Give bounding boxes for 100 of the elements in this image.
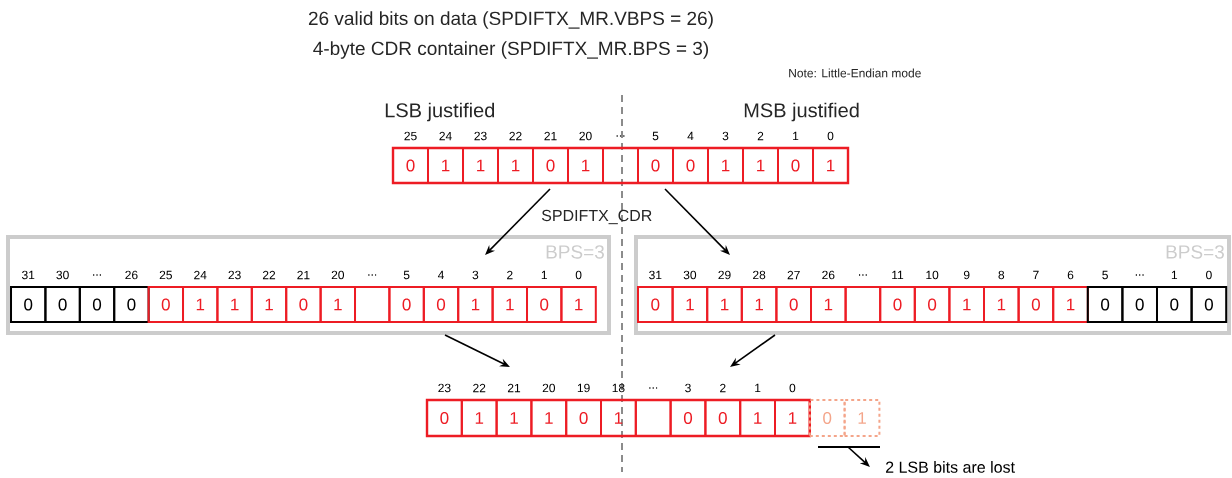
bit-cell: 0 xyxy=(532,147,569,184)
section-heading: MSB justified xyxy=(744,102,859,122)
bit-cell: 1 xyxy=(843,399,881,437)
bit-cell: 1 xyxy=(739,399,776,437)
bit-cell: 1 xyxy=(457,286,494,323)
bit-cell: 0 xyxy=(1156,286,1193,323)
bit-number: 10 xyxy=(926,270,939,280)
bit-cell: 1 xyxy=(707,147,744,184)
bit-cell: 0 xyxy=(704,399,742,437)
bit-number: 3 xyxy=(685,383,691,393)
bit-number: 5 xyxy=(403,270,410,280)
bit-cell: 1 xyxy=(812,147,849,184)
bit-number: 8 xyxy=(998,270,1005,280)
bit-cell: 0 xyxy=(1086,286,1124,323)
bit-cell: 1 xyxy=(983,286,1020,323)
heading-text: 4-byte CDR container (SPDIFTX_MR.BPS = 3) xyxy=(313,41,709,59)
bit-cell: 0 xyxy=(1190,286,1228,323)
register-label: SPDIFTX_CDR xyxy=(541,209,652,225)
bit-number: ... xyxy=(616,135,625,137)
bit-cell: 0 xyxy=(565,399,602,437)
bit-cell: 1 xyxy=(706,286,743,323)
bit-number: 27 xyxy=(787,270,800,280)
bit-number: 9 xyxy=(963,270,970,280)
bit-cell: 1 xyxy=(671,286,709,323)
bit-cell: 0 xyxy=(78,286,116,323)
bit-number: 29 xyxy=(718,270,731,280)
bit-cell: 0 xyxy=(526,286,563,323)
bit-number: 31 xyxy=(22,270,35,280)
bit-number: 24 xyxy=(194,270,207,280)
bit-number: 7 xyxy=(1033,270,1039,280)
bit-cell: 0 xyxy=(426,399,463,437)
bit-number: 6 xyxy=(1067,270,1074,280)
bit-cell: 1 xyxy=(427,147,464,184)
arrow xyxy=(485,188,551,255)
bit-number: 20 xyxy=(331,270,344,280)
bit-cell: 1 xyxy=(491,286,528,323)
bit-cell: 1 xyxy=(774,399,811,437)
bit-cell: 1 xyxy=(948,286,985,323)
bit-cell: 0 xyxy=(808,399,846,437)
bit-number: 1 xyxy=(793,131,799,141)
bit-number: 1 xyxy=(541,270,547,280)
bit-number: 22 xyxy=(262,270,276,280)
bit-number: 0 xyxy=(827,131,834,141)
bit-number: 3 xyxy=(472,270,479,280)
bit-cell: 0 xyxy=(775,286,812,323)
section-heading: LSB justified xyxy=(385,102,495,122)
bit-number: 24 xyxy=(439,131,452,141)
bit-cell: 0 xyxy=(672,147,709,184)
bit-number: 2 xyxy=(757,131,764,141)
bit-number: 5 xyxy=(652,131,659,141)
bit-number: ... xyxy=(859,274,867,276)
bit-number: 30 xyxy=(683,270,697,280)
bit-cell: 1 xyxy=(460,399,498,437)
bit-cell: 1 xyxy=(462,147,499,184)
bit-number: 21 xyxy=(297,270,310,280)
bit-number: 1 xyxy=(1171,270,1178,280)
bit-cell: 1 xyxy=(497,147,534,184)
bit-cell: 0 xyxy=(637,147,674,184)
bit-cell: 0 xyxy=(1017,286,1055,323)
bit-number: 26 xyxy=(822,270,835,280)
bit-cell: 1 xyxy=(600,399,637,437)
bit-number: 22 xyxy=(509,131,522,141)
bit-cell: 1 xyxy=(1052,286,1089,323)
bit-number: 19 xyxy=(577,383,590,393)
bit-number: 3 xyxy=(722,131,729,141)
bit-cell: 0 xyxy=(10,286,47,323)
bit-number: 11 xyxy=(892,270,904,280)
arrow xyxy=(847,446,870,467)
bit-number: 5 xyxy=(1102,270,1108,280)
bit-number: ... xyxy=(649,387,658,389)
bit-number: 4 xyxy=(687,131,694,141)
bit-number: 0 xyxy=(1206,270,1212,280)
bit-number: 21 xyxy=(544,131,557,141)
bit-number: 28 xyxy=(753,270,766,280)
bit-number: 2 xyxy=(720,383,726,393)
bit-number: 0 xyxy=(789,383,796,393)
bit-number: 25 xyxy=(404,131,417,141)
arrow xyxy=(730,334,776,367)
bit-cell: 1 xyxy=(495,399,533,437)
bit-number: 23 xyxy=(228,270,241,280)
bit-number: 1 xyxy=(755,383,761,393)
bit-number: 4 xyxy=(437,270,444,280)
bit-number: 23 xyxy=(474,131,487,141)
bit-number: ... xyxy=(368,274,377,276)
bit-cell: 1 xyxy=(250,286,288,323)
bit-cell: 1 xyxy=(560,286,597,323)
bit-number: 20 xyxy=(542,383,555,393)
bit-number: ... xyxy=(1135,274,1144,276)
bit-cell: 0 xyxy=(147,286,184,323)
bit-cell: 1 xyxy=(319,286,356,323)
bit-number: 22 xyxy=(473,383,486,393)
arrow xyxy=(664,188,730,255)
heading-text: 26 valid bits on data (SPDIFTX_MR.VBPS = 26) xyxy=(308,11,713,29)
bit-number: 23 xyxy=(438,383,451,393)
bit-cell: 0 xyxy=(777,147,814,184)
bit-number: 21 xyxy=(507,383,521,393)
bit-cell: 0 xyxy=(879,286,916,323)
bit-cell: 1 xyxy=(182,286,219,323)
bit-number: 0 xyxy=(575,270,582,280)
bit-number: 30 xyxy=(56,270,69,280)
